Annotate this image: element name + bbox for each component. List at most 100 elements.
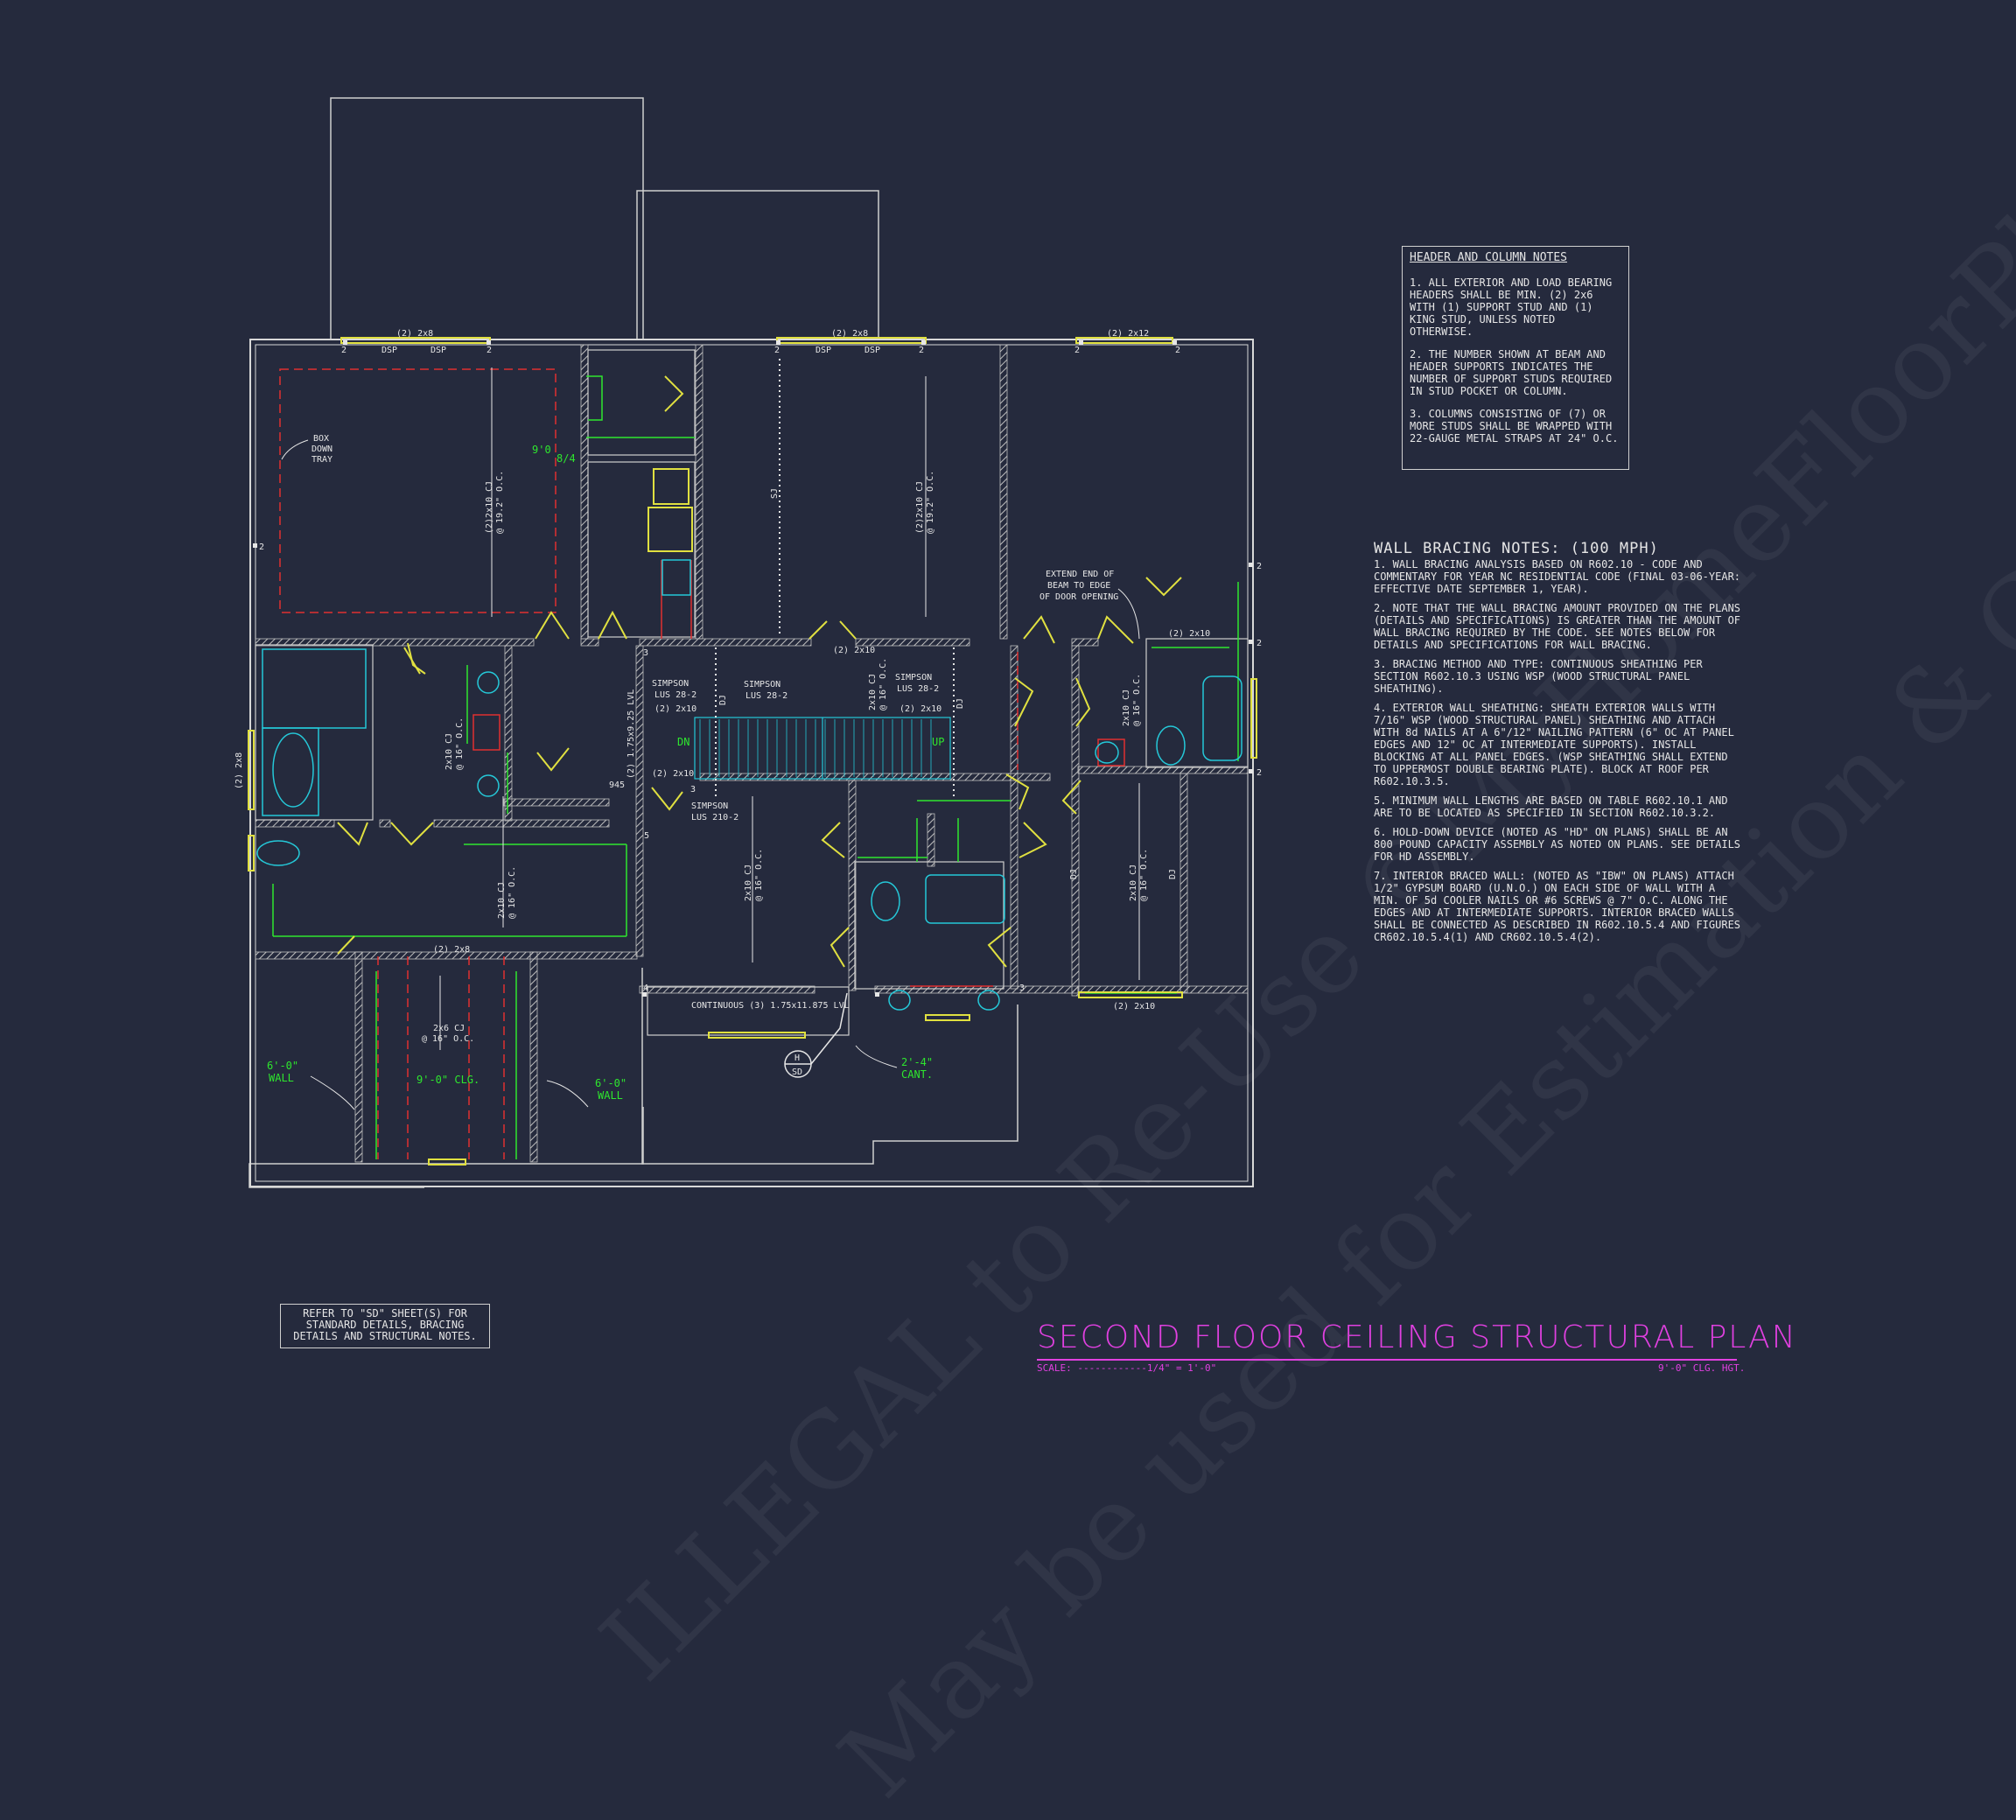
label-num-2h: 2 — [1256, 562, 1262, 571]
label-dj-4: DJ — [1168, 869, 1178, 879]
label-hdr-2x8-c: (2) 2x8 — [433, 945, 470, 955]
label-wall-6b-2: WALL — [598, 1089, 623, 1102]
label-dj-3: DJ — [1069, 869, 1079, 879]
bracing-note-4: 4. EXTERIOR WALL SHEATHING: SHEATH EXTER… — [1374, 702, 1734, 788]
label-num-5: 5 — [644, 831, 649, 841]
label-num-4: 4 — [643, 984, 648, 993]
label-cant-2: CANT. — [901, 1068, 933, 1081]
label-oc-bed2: @ 19.2" O.C. — [926, 471, 935, 534]
label-num-2e: 2 — [1074, 346, 1080, 355]
label-cj-bath2: 2x10 CJ — [497, 882, 507, 919]
label-num-2c: 2 — [774, 346, 780, 355]
label-lus-1: LUS 28-2 — [654, 690, 696, 700]
red-joist-lines — [279, 368, 1018, 1159]
label-lus-3: LUS 28-2 — [897, 684, 939, 694]
refer-note: REFER TO "SD" SHEET(S) FOR STANDARD DETA… — [280, 1304, 490, 1348]
label-cj-master: (2)2x10 CJ — [485, 481, 494, 534]
label-cj-stair: 2x10 CJ — [868, 674, 878, 710]
label-cant-1: 2'-4" — [901, 1056, 933, 1068]
label-oc-bath3: @ 16" O.C. — [1132, 674, 1142, 726]
drawing-scale: SCALE: ------------1/4" = 1'-0" — [1037, 1362, 1217, 1374]
label-num-2d: 2 — [919, 346, 924, 355]
stair-treads — [699, 719, 932, 777]
label-cj-loft: 2x10 CJ — [744, 864, 753, 901]
interior-walls — [255, 344, 1249, 1163]
label-sd: SD — [792, 1068, 802, 1077]
header-note-2: 2. THE NUMBER SHOWN AT BEAM AND HEADER S… — [1410, 348, 1613, 397]
title-underline — [1037, 1359, 1737, 1361]
label-down: DOWN — [312, 444, 332, 454]
label-dsp-3: DSP — [816, 346, 831, 355]
header-column-notes: HEADER AND COLUMN NOTES 1. ALL EXTERIOR … — [1402, 246, 1629, 470]
header-note-3: 3. COLUMNS CONSISTING OF (7) OR MORE STU… — [1410, 408, 1619, 444]
label-num-2i: 2 — [1256, 639, 1262, 648]
label-hdr-2x8-d: (2) 2x8 — [234, 752, 244, 789]
green-bracing-lines — [272, 375, 1239, 1159]
label-945: 945 — [609, 780, 625, 790]
label-lvl-vertical: (2) 1.75x9.25 LVL — [626, 690, 636, 779]
label-dn: DN — [677, 736, 690, 748]
label-cj-bed2: (2)2x10 CJ — [915, 481, 925, 534]
label-hdr-2x10-a: (2) 2x10 — [1168, 629, 1210, 639]
label-extend-2: BEAM TO EDGE — [1047, 581, 1110, 591]
label-num-3b: 3 — [690, 785, 696, 794]
drawing-title: SECOND FLOOR CEILING STRUCTURAL PLAN — [1037, 1320, 1797, 1355]
post-markers — [253, 340, 1253, 997]
label-oc-bath2: @ 16" O.C. — [508, 866, 517, 919]
label-wall-6a: 6'-0" — [267, 1060, 298, 1072]
ceiling-height: 9'-0" CLG. HGT. — [1658, 1362, 1746, 1374]
label-simpson-3: SIMPSON — [895, 673, 932, 682]
floor-plan-drawing: (2) 2x8 DSP DSP (2) 2x8 DSP DSP (2) 2x12… — [234, 97, 1262, 1188]
label-oc-master: @ 19.2" O.C. — [495, 471, 505, 534]
label-cj-bed3: 2x10 CJ — [1129, 864, 1138, 901]
bracing-note-7: 7. INTERIOR BRACED WALL: (NOTED AS "IBW"… — [1374, 870, 1741, 943]
plan-labels: (2) 2x8 DSP DSP (2) 2x8 DSP DSP (2) 2x12… — [234, 329, 1262, 1077]
label-simpson-2: SIMPSON — [744, 680, 780, 690]
label-eight-four: 8/4 — [556, 452, 576, 465]
label-hdr-2x10-b: (2) 2x10 — [833, 646, 875, 655]
label-oc-bed3: @ 16" O.C. — [1139, 849, 1149, 901]
label-cj-bath3: 2x10 CJ — [1122, 690, 1131, 726]
span-arrows — [439, 359, 1140, 1050]
section-marker — [784, 992, 848, 1078]
red-solid-lines — [472, 560, 1125, 987]
door-swings — [337, 375, 1182, 968]
label-num-2a: 2 — [341, 346, 346, 355]
label-box: BOX — [313, 434, 329, 444]
bracing-title: WALL BRACING NOTES: (100 MPH) — [1374, 540, 1659, 557]
staircase — [694, 717, 951, 780]
label-continuous-lvl: CONTINUOUS (3) 1.75x11.875 LVL — [691, 1001, 850, 1011]
label-dj-1: DJ — [718, 695, 728, 705]
label-hdr-2x10-f: (2) 2x10 — [1113, 1002, 1155, 1012]
label-sj: SJ — [770, 488, 780, 499]
label-nine-o: 9'0 — [532, 444, 551, 456]
label-cj-2x6: 2x6 CJ — [433, 1024, 465, 1033]
leader-lines — [281, 439, 1140, 1110]
label-hdr-2x10-d: (2) 2x10 — [654, 704, 696, 714]
label-header-2x8-b: (2) 2x8 — [831, 329, 868, 339]
label-hdr-2x10-c: (2) 2x10 — [900, 704, 942, 714]
label-num-2b: 2 — [486, 346, 492, 355]
label-num-3c: 3 — [1019, 984, 1025, 993]
room-outlines — [255, 349, 1249, 1036]
wall-bracing-notes: WALL BRACING NOTES: (100 MPH) 1. WALL BR… — [1374, 542, 1741, 950]
bracing-note-6: 6. HOLD-DOWN DEVICE (NOTED AS "HD" ON PL… — [1374, 826, 1741, 863]
label-dsp-2: DSP — [430, 346, 446, 355]
label-wall-6b: 6'-0" — [595, 1077, 626, 1089]
bracing-note-5: 5. MINIMUM WALL LENGTHS ARE BASED ON TAB… — [1374, 794, 1728, 819]
plumbing-fixtures — [256, 559, 1242, 1011]
label-header-2x12: (2) 2x12 — [1107, 329, 1149, 339]
label-num-2g: 2 — [259, 542, 264, 552]
label-dj-2: DJ — [956, 698, 965, 709]
label-num-3a: 3 — [643, 648, 648, 658]
label-oc-2x6: @ 16" O.C. — [422, 1034, 474, 1044]
bracing-note-1: 1. WALL BRACING ANALYSIS BASED ON R602.1… — [1374, 558, 1741, 595]
label-oc-bath: @ 16" O.C. — [455, 718, 465, 770]
label-wall-6a-2: WALL — [269, 1072, 294, 1084]
windows — [248, 337, 1257, 1166]
label-simpson-1: SIMPSON — [652, 679, 689, 689]
bracing-note-3: 3. BRACING METHOD AND TYPE: CONTINUOUS S… — [1374, 658, 1703, 695]
label-dsp-4: DSP — [864, 346, 880, 355]
label-num-2j: 2 — [1256, 768, 1262, 778]
bracing-note-2: 2. NOTE THAT THE WALL BRACING AMOUNT PRO… — [1374, 602, 1741, 651]
